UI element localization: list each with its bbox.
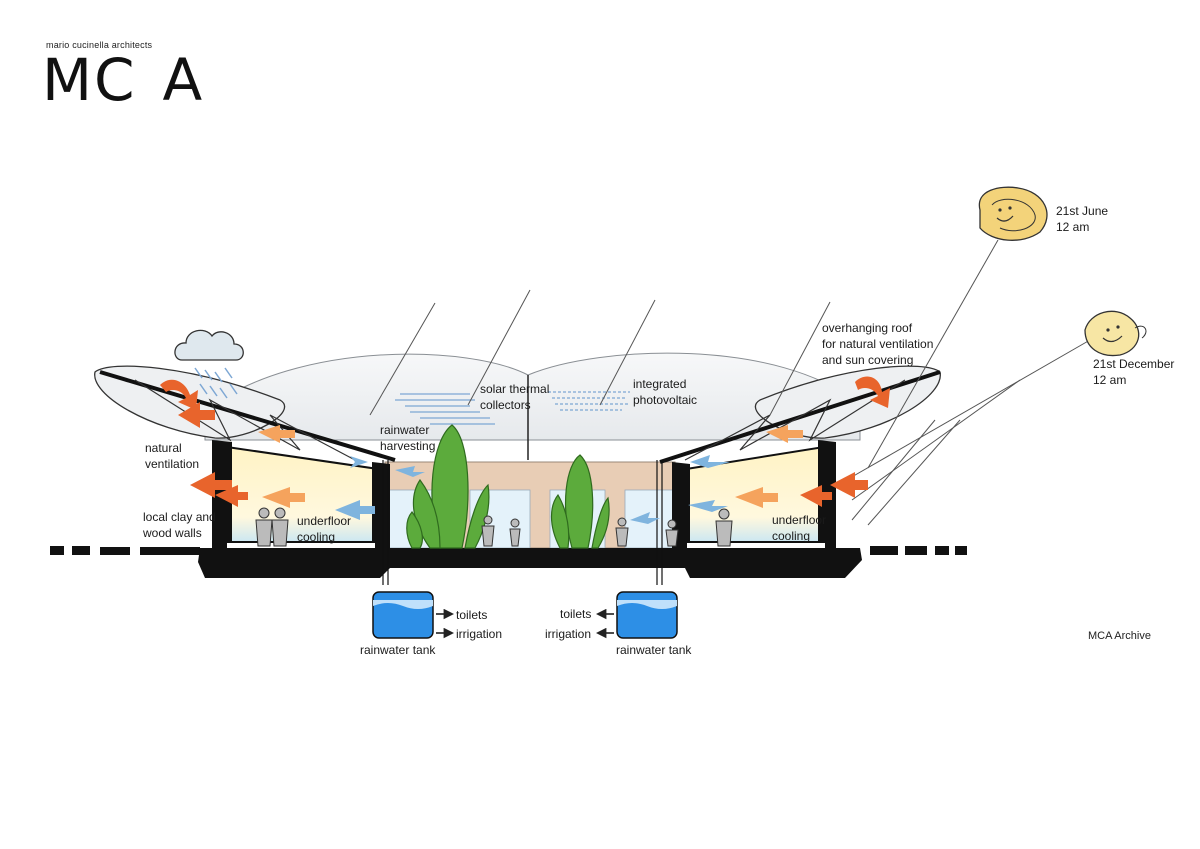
plant-icon bbox=[550, 454, 610, 549]
photovoltaic-panel bbox=[548, 391, 630, 411]
cloud-icon bbox=[174, 329, 244, 399]
label-irrigation-right: irrigation bbox=[545, 627, 591, 641]
warm-air-arrows bbox=[160, 376, 890, 507]
label-roof-line2: for natural ventilation bbox=[822, 337, 933, 351]
label-solar-line2: collectors bbox=[480, 398, 531, 412]
label-roof-line1: overhanging roof bbox=[822, 321, 913, 335]
brand-logo-a: A bbox=[162, 46, 205, 114]
brand-logo-mc: MC bbox=[42, 46, 137, 114]
label-ventilation-line1: natural bbox=[145, 441, 182, 455]
cool-air-arrows bbox=[330, 455, 730, 524]
label-june-line1: 21st June bbox=[1056, 204, 1108, 218]
label-december-line1: 21st December bbox=[1093, 357, 1174, 371]
tank-outflow-arrows bbox=[436, 608, 614, 639]
label-pv-line1: integrated bbox=[633, 377, 686, 391]
roof-right bbox=[659, 365, 941, 464]
label-toilets-left: toilets bbox=[456, 608, 487, 622]
roof-dome bbox=[204, 352, 861, 460]
brand-subtitle: mario cucinella architects bbox=[46, 40, 153, 50]
person-icon bbox=[255, 507, 733, 547]
brand-logo: MC A bbox=[42, 46, 204, 114]
label-toilets-right: toilets bbox=[560, 607, 591, 621]
sun-icon bbox=[1084, 310, 1147, 357]
label-ventilation-line2: ventilation bbox=[145, 457, 199, 471]
label-roof-line3: and sun covering bbox=[822, 353, 913, 367]
label-june-line2: 12 am bbox=[1056, 220, 1089, 234]
label-clay-line2: wood walls bbox=[142, 526, 202, 540]
label-underfloor-left-line2: cooling bbox=[297, 530, 335, 544]
solar-thermal-panel bbox=[395, 393, 495, 425]
ground bbox=[50, 546, 967, 578]
diagram-labels: 21st June 12 am 21st December 12 am over… bbox=[142, 204, 1174, 657]
credit-text: MCA Archive bbox=[1088, 630, 1151, 642]
rainwater-tank-right bbox=[616, 591, 678, 639]
label-rainwater-line1: rainwater bbox=[380, 423, 429, 437]
sun-icon bbox=[978, 186, 1048, 241]
label-clay-line1: local clay and bbox=[143, 510, 216, 524]
label-rainwater-line2: harvesting bbox=[380, 439, 435, 453]
label-pv-line2: photovoltaic bbox=[633, 393, 697, 407]
label-underfloor-right-line1: underfloor bbox=[772, 513, 826, 527]
plant-icon bbox=[406, 424, 490, 549]
label-underfloor-left-line1: underfloor bbox=[297, 514, 351, 528]
label-irrigation-left: irrigation bbox=[456, 627, 502, 641]
sun-rays bbox=[369, 239, 1091, 526]
label-december-line2: 12 am bbox=[1093, 373, 1126, 387]
downpipes bbox=[382, 460, 663, 585]
warm-air-arrows-light bbox=[258, 425, 803, 508]
label-underfloor-right-line2: cooling bbox=[772, 529, 810, 543]
label-tank-right: rainwater tank bbox=[616, 643, 692, 657]
rainwater-tank-left bbox=[372, 591, 434, 639]
label-solar-line1: solar thermal bbox=[480, 382, 549, 396]
label-tank-left: rainwater tank bbox=[360, 643, 436, 657]
